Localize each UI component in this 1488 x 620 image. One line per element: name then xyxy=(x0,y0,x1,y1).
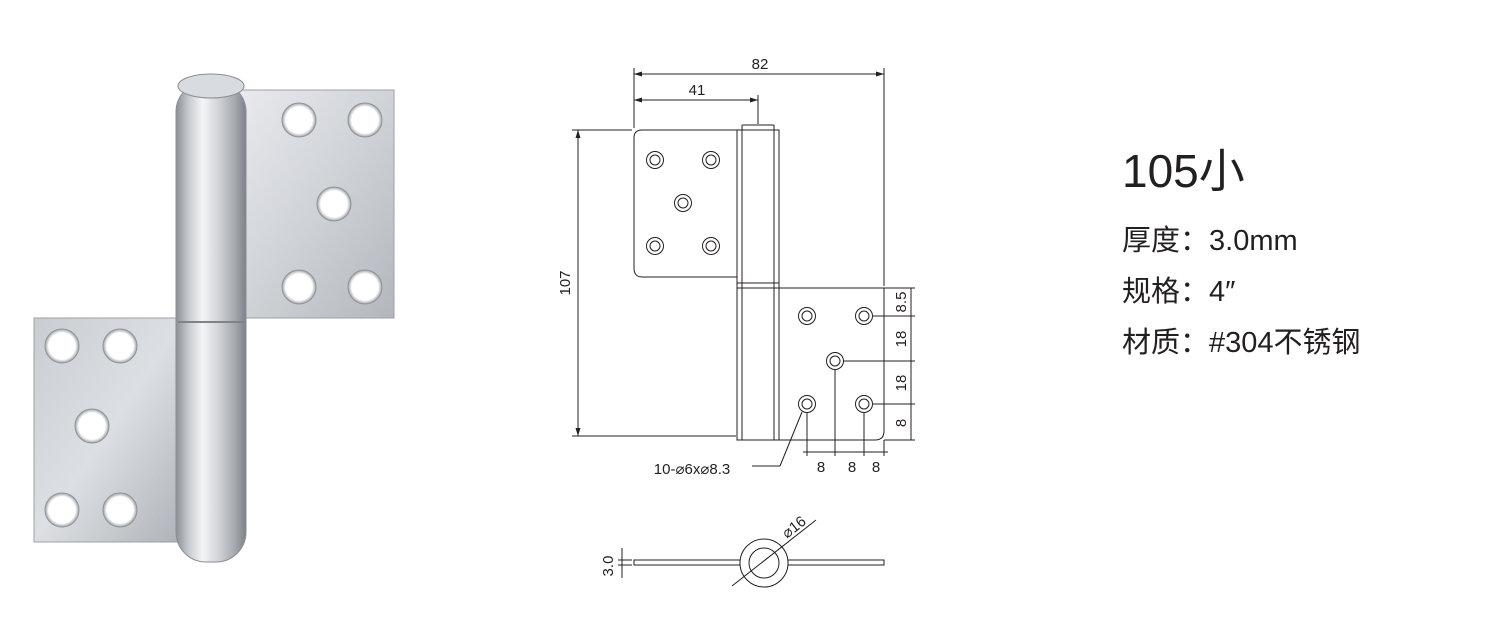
spec-size-label: 规格： xyxy=(1122,276,1210,308)
dim-diameter-16-label: ⌀16 xyxy=(779,513,810,542)
dim-41-label: 41 xyxy=(689,82,706,99)
spec-thickness-value: 3.0mm xyxy=(1209,225,1298,257)
dim-107-label: 107 xyxy=(557,270,574,295)
dim-18-b-label: 18 xyxy=(893,375,910,392)
dim-h-8-a-label: 8 xyxy=(817,459,825,476)
dim-right-stack: 8.5 18 18 8 xyxy=(844,287,915,441)
drawing-lower-leaf xyxy=(778,287,885,441)
dim-half-width: 41 xyxy=(634,82,759,124)
spec-size: 规格：4″ xyxy=(1122,267,1361,318)
dim-8-5-label: 8.5 xyxy=(893,292,910,313)
drawing-upper-leaf xyxy=(633,129,738,278)
model-title: 105小 xyxy=(1122,145,1245,197)
bottom-leaf xyxy=(33,317,185,543)
section-view: ⌀16 3.0 xyxy=(600,513,885,588)
dim-8-label: 8 xyxy=(893,419,910,427)
dim-82-label: 82 xyxy=(752,56,769,73)
technical-drawing: 82 41 107 8.5 18 18 8 8 8 8 xyxy=(557,56,915,588)
top-leaf xyxy=(235,89,395,319)
spec-thickness-label: 厚度： xyxy=(1122,225,1210,257)
hinge-barrel xyxy=(175,73,247,563)
spec-panel: 105小 厚度：3.0mm 规格：4″ 材质：#304不锈钢 xyxy=(1122,140,1361,369)
dim-h-8-b-label: 8 xyxy=(848,459,856,476)
spec-material-label: 材质： xyxy=(1122,327,1210,359)
hinge-photo xyxy=(33,73,395,563)
dim-thickness-label: 3.0 xyxy=(600,556,617,577)
spec-material: 材质：#304不锈钢 xyxy=(1122,318,1361,369)
dim-h-8-c-label: 8 xyxy=(872,459,880,476)
spec-size-value: 4″ xyxy=(1209,276,1236,308)
hole-callout: 10-⌀6x⌀8.3 xyxy=(654,411,803,478)
dim-overall-width: 82 xyxy=(633,56,885,286)
dim-bottom-stack: 8 8 8 xyxy=(803,370,888,476)
drawing-knuckle xyxy=(736,124,780,441)
spec-thickness: 厚度：3.0mm xyxy=(1122,216,1361,267)
spec-material-value: #304不锈钢 xyxy=(1209,327,1361,359)
dim-18-a-label: 18 xyxy=(893,331,910,348)
hole-callout-label: 10-⌀6x⌀8.3 xyxy=(654,461,730,478)
dim-height: 107 xyxy=(557,129,736,437)
